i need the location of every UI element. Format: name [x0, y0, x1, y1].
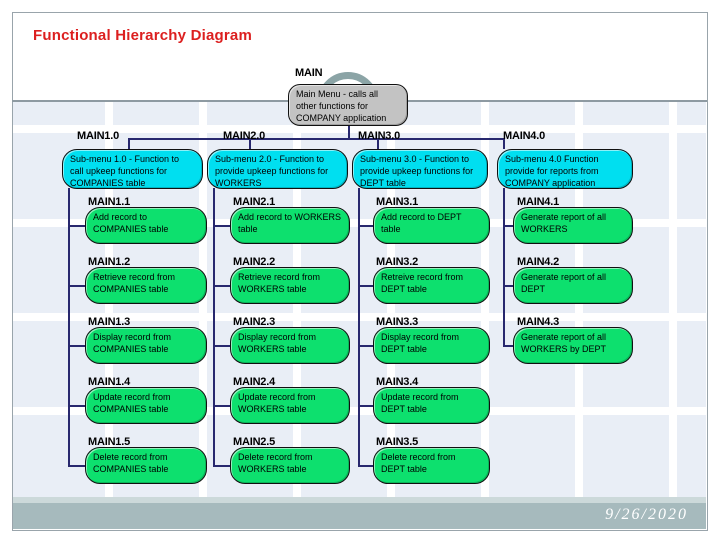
node-main2-0-label: MAIN2.0: [223, 130, 265, 142]
node-main4-3-box: Generate report of all WORKERS by DEPT: [513, 327, 633, 364]
node-main1-1-box: Add record to COMPANIES table: [85, 207, 207, 244]
node-main4-1-box: Generate report of all WORKERS: [513, 207, 633, 244]
node-main3-1-label: MAIN3.1: [376, 196, 418, 208]
node-main4-3-label: MAIN4.3: [517, 316, 559, 328]
connector-spine-col3: [358, 188, 360, 466]
slide-date: 9/26/2020: [605, 506, 688, 523]
node-main4-1-label: MAIN4.1: [517, 196, 559, 208]
node-main3-3-label: MAIN3.3: [376, 316, 418, 328]
page-title: Functional Hierarchy Diagram: [33, 27, 252, 44]
node-main2-4-box: Update record from WORKERS table: [230, 387, 350, 424]
connector-stub: [213, 345, 230, 347]
node-main3-4-box: Update record from DEPT table: [373, 387, 490, 424]
connector-spine-col1: [68, 188, 70, 466]
connector-stub: [358, 405, 373, 407]
connector-stub: [213, 465, 230, 467]
node-main1-4-box: Update record from COMPANIES table: [85, 387, 207, 424]
node-main1-1-label: MAIN1.1: [88, 196, 130, 208]
connector-stub: [213, 405, 230, 407]
node-main3-0-label: MAIN3.0: [358, 130, 400, 142]
node-main2-0-box: Sub-menu 2.0 - Function to provide upkee…: [207, 149, 348, 189]
node-main2-3-label: MAIN2.3: [233, 316, 275, 328]
connector-stub: [213, 285, 230, 287]
node-main-label: MAIN: [295, 67, 323, 79]
connector-stub: [358, 345, 373, 347]
connector-stub: [503, 285, 513, 287]
node-main1-5-box: Delete record from COMPANIES table: [85, 447, 207, 484]
node-main3-2-label: MAIN3.2: [376, 256, 418, 268]
connector-bus: [128, 138, 505, 140]
node-main2-2-label: MAIN2.2: [233, 256, 275, 268]
node-main1-0-label: MAIN1.0: [77, 130, 119, 142]
node-main1-3-label: MAIN1.3: [88, 316, 130, 328]
connector-stub: [68, 465, 85, 467]
node-main4-2-box: Generate report of all DEPT: [513, 267, 633, 304]
connector-stub: [68, 405, 85, 407]
node-main4-2-label: MAIN4.2: [517, 256, 559, 268]
node-main4-0-box: Sub-menu 4.0 Function provide for report…: [497, 149, 633, 189]
node-main3-1-box: Add record to DEPT table: [373, 207, 490, 244]
footer-strip: [13, 497, 706, 503]
connector-drop-col1: [128, 138, 130, 149]
node-main3-4-label: MAIN3.4: [376, 376, 418, 388]
connector-stub: [358, 225, 373, 227]
connector-stub: [358, 465, 373, 467]
node-main3-5-box: Delete record from DEPT table: [373, 447, 490, 484]
node-main2-5-box: Delete record from WORKERS table: [230, 447, 350, 484]
node-main4-0-label: MAIN4.0: [503, 130, 545, 142]
connector-root-drop: [348, 126, 350, 138]
decor-arc: [312, 72, 384, 85]
node-main1-0-box: Sub-menu 1.0 - Function to call upkeep f…: [62, 149, 203, 189]
node-main1-3-box: Display record from COMPANIES table: [85, 327, 207, 364]
connector-spine-col2: [213, 188, 215, 466]
node-main1-2-label: MAIN1.2: [88, 256, 130, 268]
connector-stub: [213, 225, 230, 227]
node-main1-5-label: MAIN1.5: [88, 436, 130, 448]
connector-spine-col4: [503, 188, 505, 346]
footer-bar: 9/26/2020: [13, 503, 706, 529]
connector-stub: [68, 225, 85, 227]
node-main3-2-box: Retreive record from DEPT table: [373, 267, 490, 304]
connector-stub: [503, 345, 513, 347]
connector-stub: [68, 285, 85, 287]
node-main3-5-label: MAIN3.5: [376, 436, 418, 448]
node-main1-2-box: Retrieve record from COMPANIES table: [85, 267, 207, 304]
node-main2-2-box: Retrieve record from WORKERS table: [230, 267, 350, 304]
node-main-box: Main Menu - calls all other functions fo…: [288, 84, 408, 126]
connector-stub: [503, 225, 513, 227]
node-main3-0-box: Sub-menu 3.0 - Function to provide upkee…: [352, 149, 488, 189]
connector-drop-col3: [377, 138, 379, 149]
node-main2-4-label: MAIN2.4: [233, 376, 275, 388]
connector-stub: [358, 285, 373, 287]
node-main2-1-box: Add record to WORKERS table: [230, 207, 350, 244]
connector-drop-col2: [249, 138, 251, 149]
connector-stub: [68, 345, 85, 347]
node-main2-3-box: Display record from WORKERS table: [230, 327, 350, 364]
node-main2-5-label: MAIN2.5: [233, 436, 275, 448]
node-main2-1-label: MAIN2.1: [233, 196, 275, 208]
connector-drop-col4: [503, 138, 505, 149]
node-main1-4-label: MAIN1.4: [88, 376, 130, 388]
node-main3-3-box: Display record from DEPT table: [373, 327, 490, 364]
